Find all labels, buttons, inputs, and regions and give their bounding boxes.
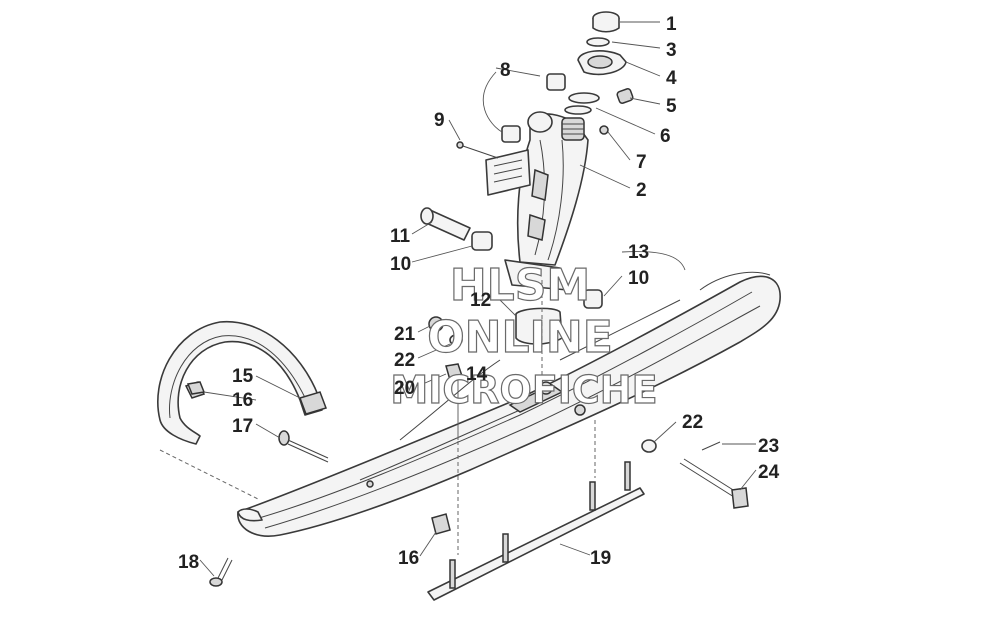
fasteners-right xyxy=(641,439,749,509)
callout-22b: 22 xyxy=(682,412,703,433)
callout-5: 5 xyxy=(666,96,677,117)
callout-20: 20 xyxy=(394,378,415,399)
pivot-tube xyxy=(420,207,603,309)
callout-3: 3 xyxy=(666,40,677,61)
callout-16b: 16 xyxy=(398,548,419,569)
callout-21: 21 xyxy=(394,324,416,345)
leader-lines xyxy=(159,21,757,577)
callout-6: 6 xyxy=(660,126,671,147)
callout-22a: 22 xyxy=(394,350,415,371)
fasteners-left xyxy=(186,316,463,535)
callout-4: 4 xyxy=(666,68,677,89)
watermark: HLSM ONLINE MICROFICHE xyxy=(390,259,658,412)
callout-18: 18 xyxy=(178,552,199,573)
spindle xyxy=(504,111,589,291)
callout-1: 1 xyxy=(666,14,677,35)
watermark-line2: ONLINE xyxy=(427,312,613,363)
screw-18 xyxy=(209,557,233,587)
callout-10a: 10 xyxy=(390,254,411,275)
damper xyxy=(515,307,563,345)
callout-16a: 16 xyxy=(232,390,253,411)
callout-15: 15 xyxy=(232,366,254,387)
callout-14: 14 xyxy=(466,364,488,385)
steering-arm-hardware xyxy=(564,11,634,135)
watermark-line1: HLSM xyxy=(450,260,590,311)
wear-plate xyxy=(456,141,531,196)
callouts: 1 3 4 5 6 7 2 8 9 11 10 13 10 12 21 22 2… xyxy=(178,14,780,573)
watermark-line3: MICROFICHE xyxy=(390,368,657,412)
callout-11: 11 xyxy=(390,226,411,247)
callout-8: 8 xyxy=(500,60,511,81)
callout-2: 2 xyxy=(636,180,647,201)
callout-9: 9 xyxy=(434,110,445,131)
callout-24: 24 xyxy=(758,462,780,483)
callout-23: 23 xyxy=(758,436,779,457)
ski xyxy=(237,271,781,537)
bolt-17 xyxy=(278,430,329,463)
wear-bar xyxy=(427,461,645,601)
callout-12: 12 xyxy=(470,290,491,311)
callout-13: 13 xyxy=(628,242,649,263)
callout-17: 17 xyxy=(232,416,253,437)
callout-10b: 10 xyxy=(628,268,649,289)
callout-7: 7 xyxy=(636,152,647,173)
callout-19: 19 xyxy=(590,548,611,569)
bushings xyxy=(501,73,566,143)
